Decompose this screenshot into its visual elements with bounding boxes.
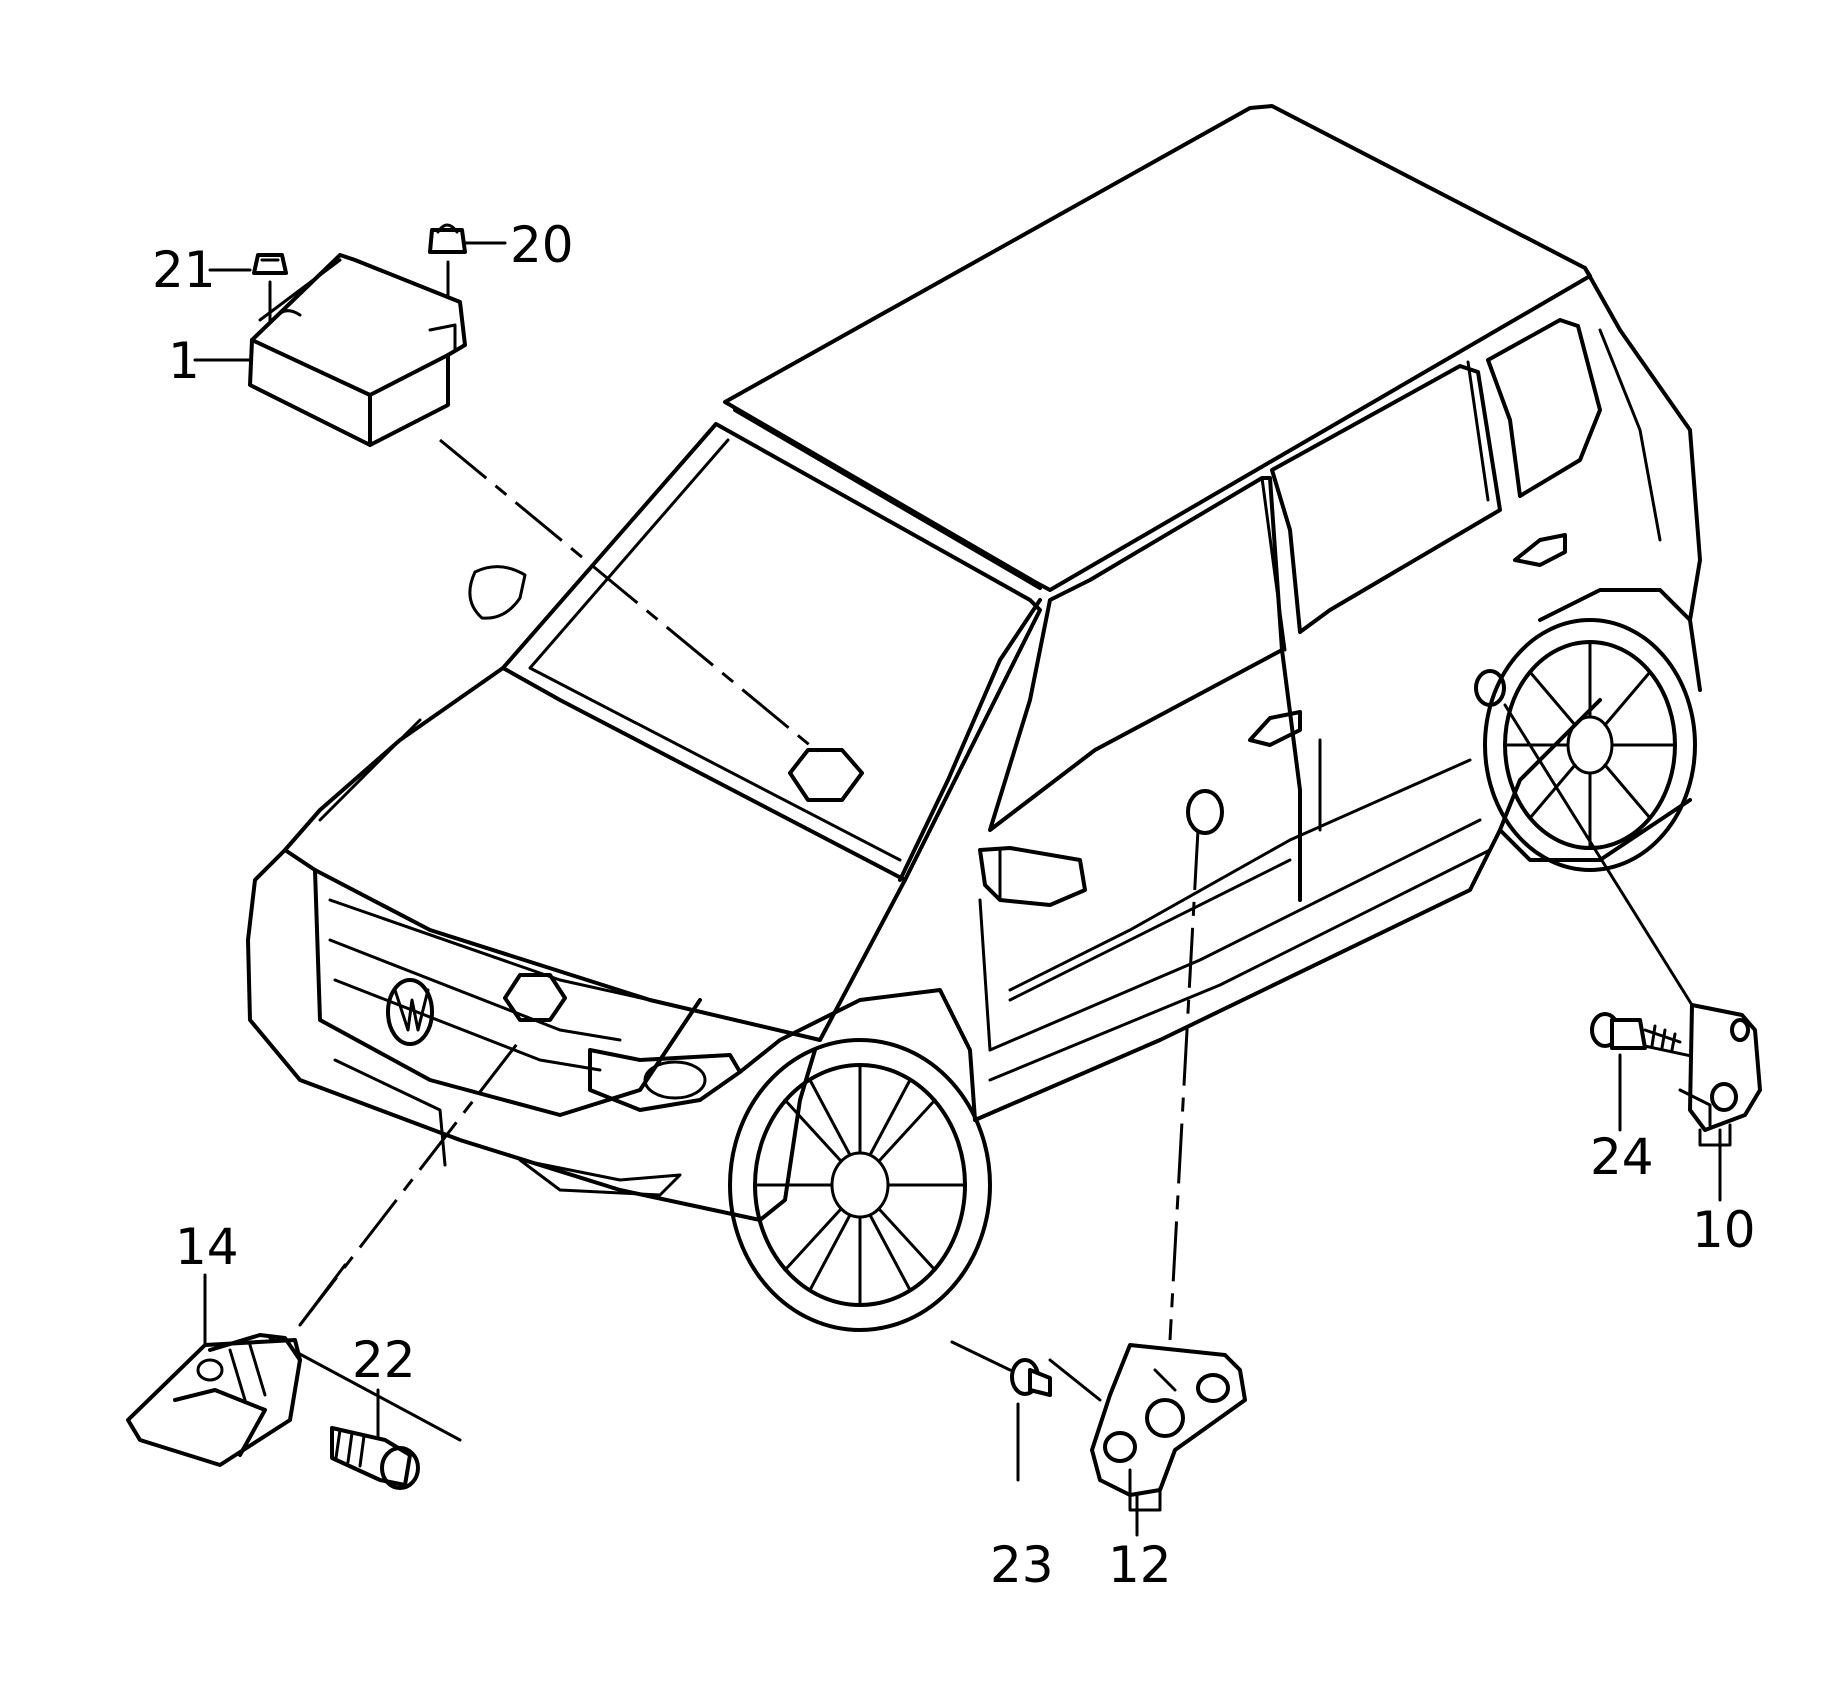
callout-20: 20 <box>510 216 574 274</box>
callout-23: 23 <box>990 1536 1054 1594</box>
callout-10: 10 <box>1692 1201 1756 1259</box>
part-21-nut <box>252 253 288 275</box>
callout-24: 24 <box>1590 1128 1654 1186</box>
part-22-screw <box>330 1426 420 1490</box>
vehicle-outline <box>246 104 1702 1332</box>
callout-12: 12 <box>1108 1536 1172 1594</box>
part-12-pressure-sensor <box>1090 1343 1247 1512</box>
callout-22: 22 <box>352 1331 416 1389</box>
part-24-bolt <box>1590 1012 1682 1052</box>
part-1-control-unit <box>248 253 467 447</box>
part-14-crash-sensor <box>126 1333 302 1467</box>
callout-14: 14 <box>175 1218 239 1276</box>
callout-1: 1 <box>168 332 200 390</box>
leader-lines <box>193 241 1722 1537</box>
part-20-nut <box>428 223 467 254</box>
callout-21: 21 <box>152 241 216 299</box>
part-10-side-sensor <box>1678 1003 1762 1147</box>
part-23-rivet <box>950 1340 1052 1397</box>
